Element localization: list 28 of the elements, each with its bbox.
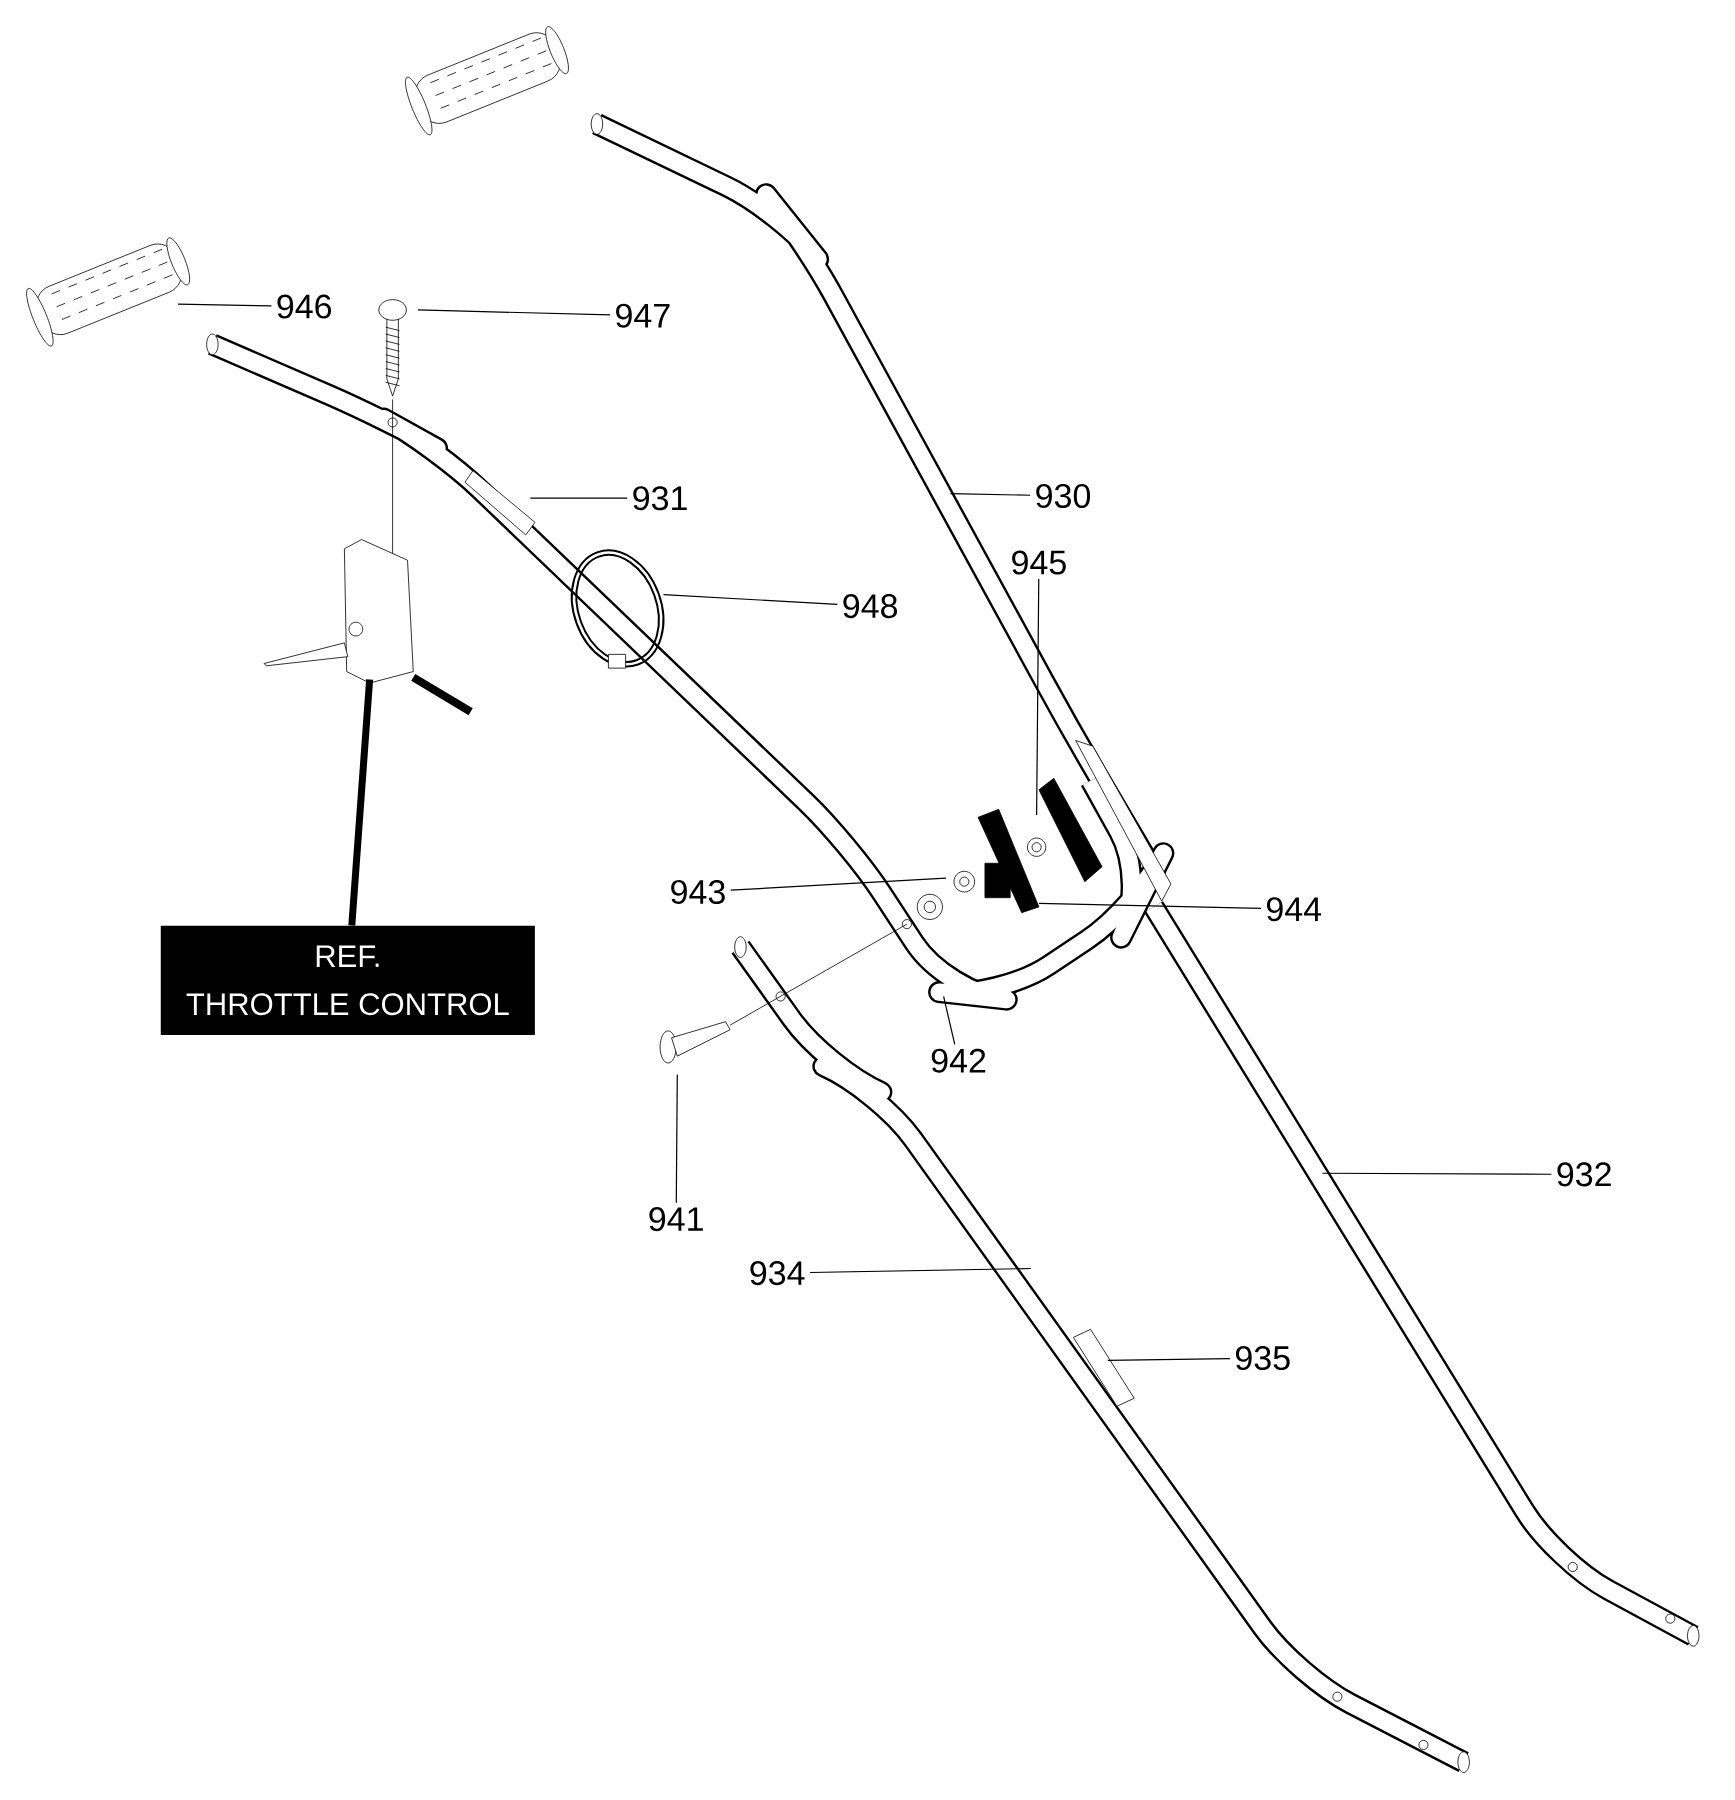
callout-number: 942 bbox=[932, 1048, 986, 1073]
callout-number: 947 bbox=[616, 303, 670, 328]
leader-line bbox=[809, 1267, 1032, 1274]
leader-line bbox=[417, 309, 611, 316]
callout-number: 930 bbox=[1036, 483, 1091, 508]
callout-number: 944 bbox=[1267, 897, 1322, 922]
callout-number: 943 bbox=[671, 879, 726, 905]
callout-number: 932 bbox=[1557, 1162, 1612, 1187]
callout-number: 946 bbox=[277, 294, 332, 319]
leader-line bbox=[1322, 1172, 1553, 1175]
callout-number: 948 bbox=[843, 594, 898, 619]
leader-line bbox=[348, 679, 374, 926]
callout-number: 935 bbox=[1236, 1346, 1290, 1371]
callout-number: 931 bbox=[633, 486, 687, 511]
leader-line bbox=[943, 995, 956, 1045]
reference-box: REF. THROTTLE CONTROL bbox=[161, 925, 536, 1035]
leader-line bbox=[177, 303, 273, 307]
leader-line bbox=[663, 594, 839, 605]
leader-line bbox=[1036, 578, 1040, 816]
callout-number: 945 bbox=[1012, 550, 1067, 575]
leader-line bbox=[950, 493, 1032, 496]
callout-number: 941 bbox=[649, 1207, 704, 1232]
leader-line bbox=[530, 497, 629, 499]
callout-number: 934 bbox=[750, 1261, 805, 1286]
leader-line bbox=[1038, 902, 1262, 910]
leader-line bbox=[730, 877, 947, 891]
leader-line bbox=[1107, 1357, 1231, 1361]
leader-line bbox=[675, 1073, 679, 1204]
